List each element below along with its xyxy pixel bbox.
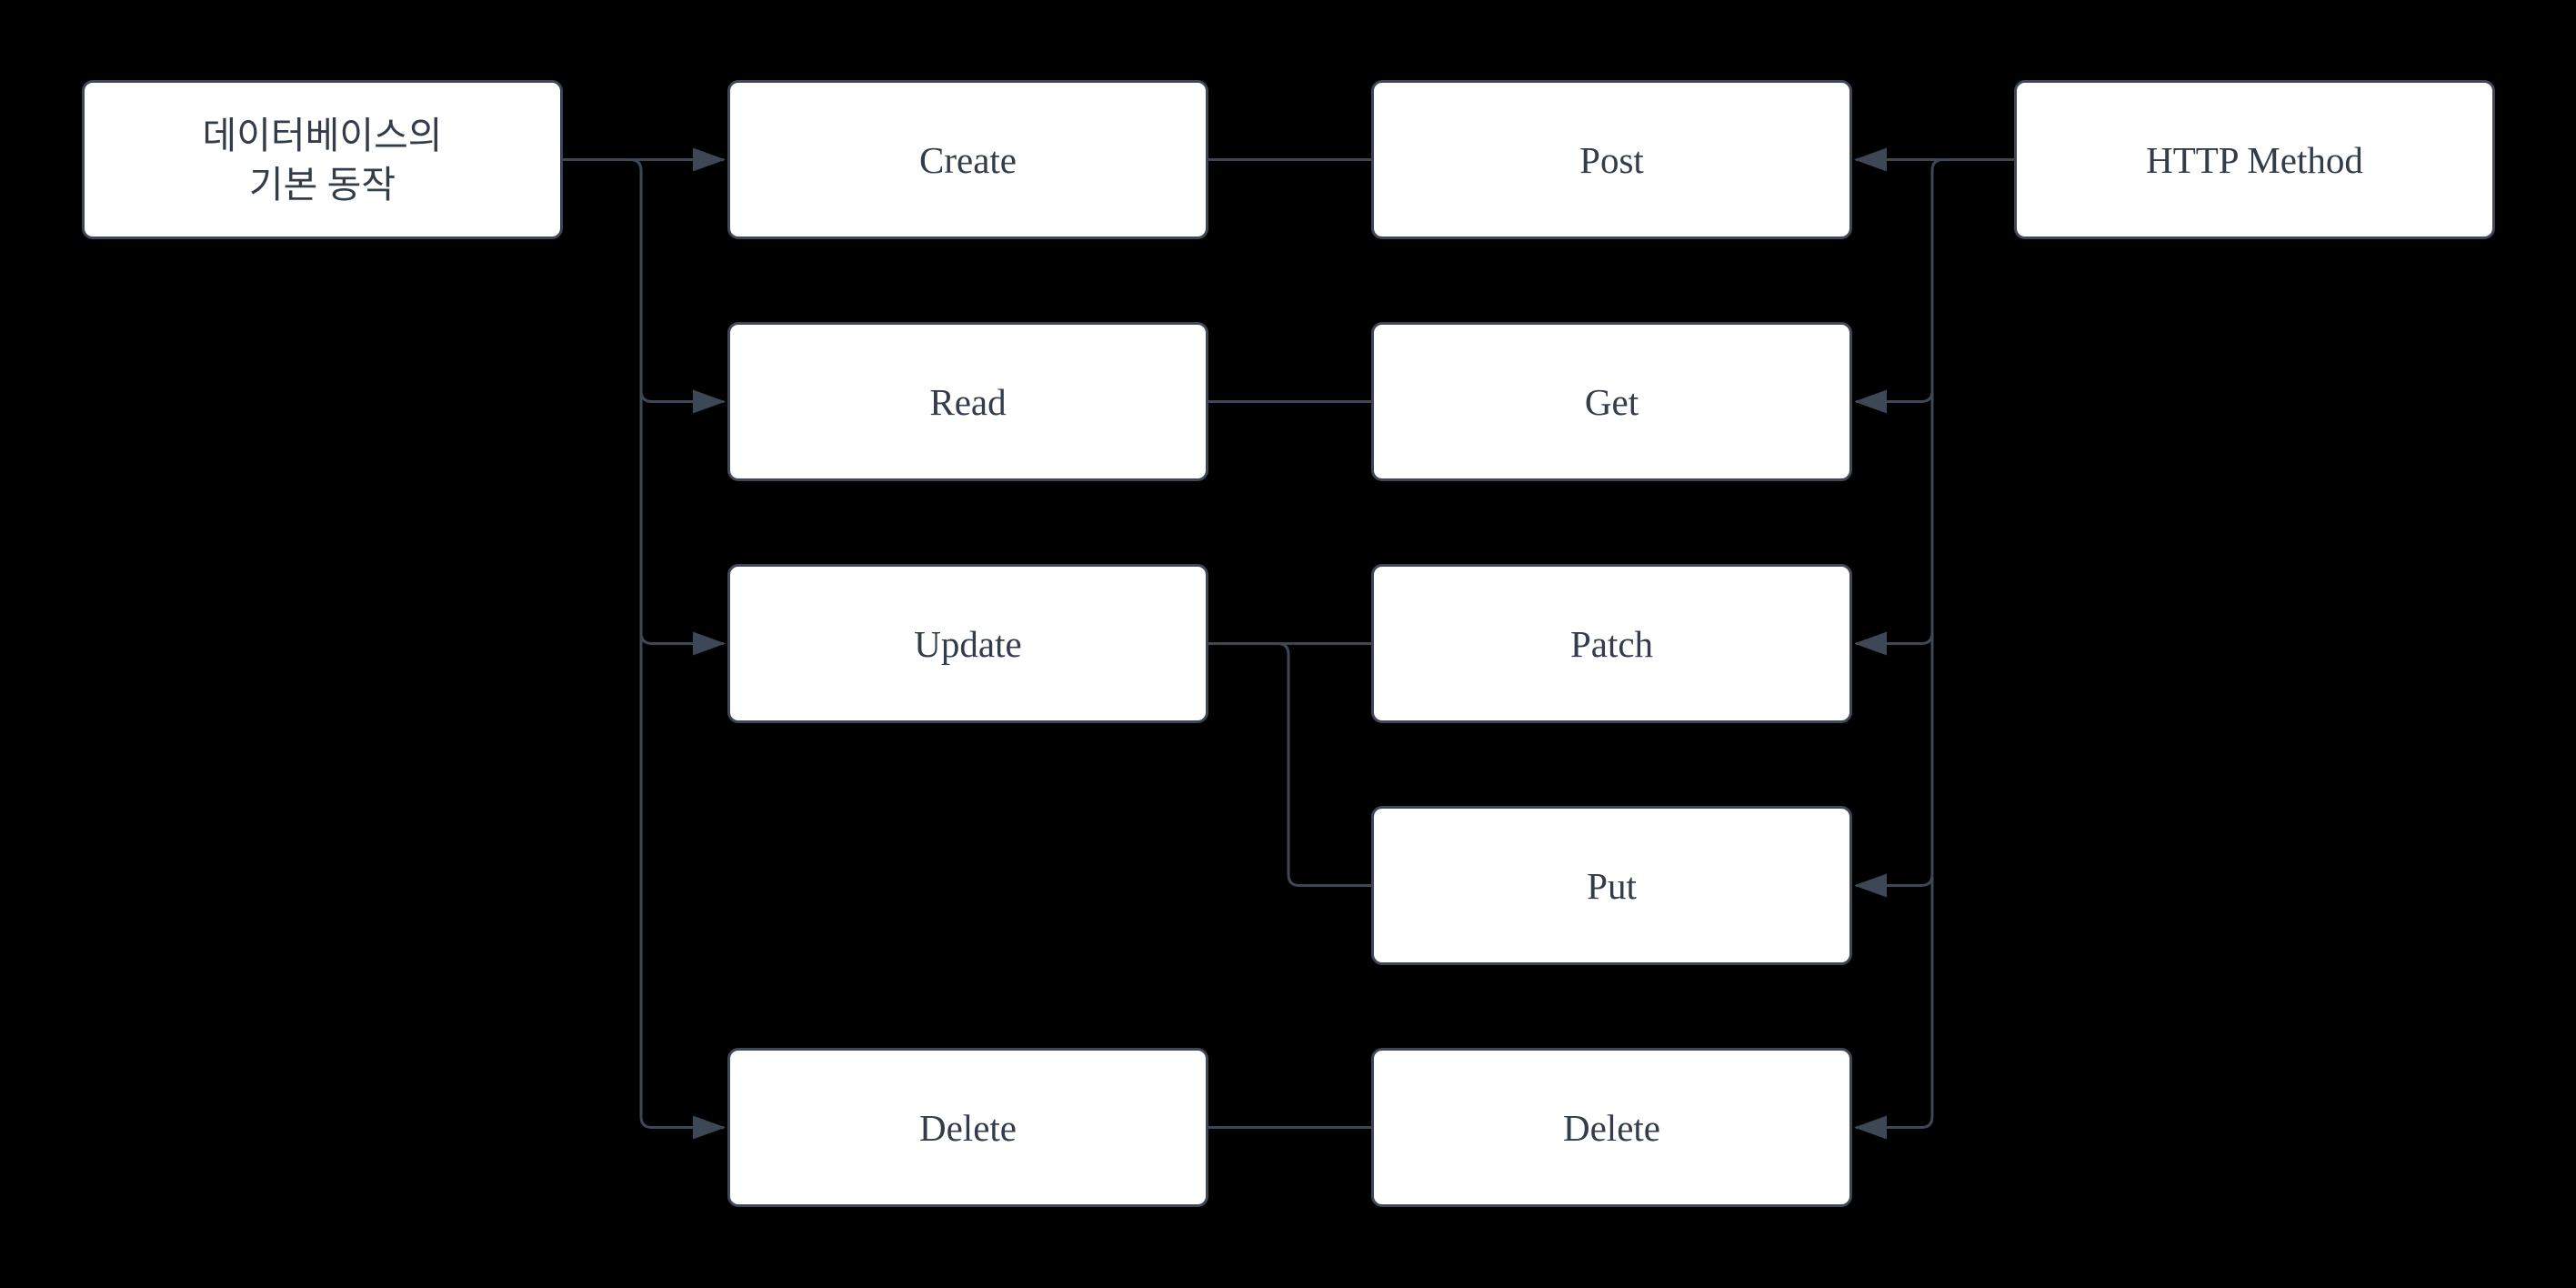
node-delete-http: Delete	[1371, 1048, 1852, 1207]
node-post: Post	[1371, 80, 1852, 239]
node-update: Update	[727, 564, 1208, 723]
edge-http-to-get	[1854, 389, 1934, 414]
node-read: Read	[727, 322, 1208, 481]
node-delete-crud: Delete	[727, 1048, 1208, 1207]
edge-db-to-update	[639, 631, 726, 656]
edge-update-put	[1277, 642, 1371, 887]
edge-http-to-put	[1854, 873, 1934, 898]
node-get: Get	[1371, 322, 1852, 481]
node-create: Create	[727, 80, 1208, 239]
edge-http-to-patch	[1854, 631, 1934, 656]
edge-http-trunk-to-delete	[1854, 158, 2014, 1140]
edge-db-to-read	[639, 389, 726, 414]
node-patch: Patch	[1371, 564, 1852, 723]
node-db-operations: 데이터베이스의 기본 동작	[82, 80, 563, 239]
node-http-method: HTTP Method	[2014, 80, 2495, 239]
node-put: Put	[1371, 806, 1852, 965]
edge-db-trunk-to-delete	[563, 158, 726, 1140]
